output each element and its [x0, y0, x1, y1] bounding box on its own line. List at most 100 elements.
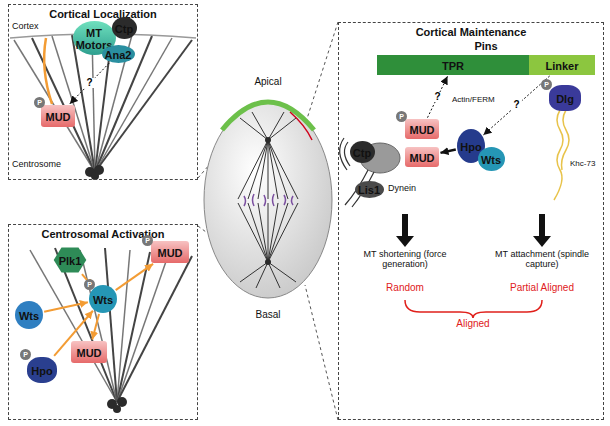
illustration-part	[117, 250, 170, 402]
annotation: Dynein	[388, 184, 416, 194]
illustration-part	[268, 118, 296, 140]
illustration-part	[95, 35, 132, 172]
protein-circle: Ctp	[112, 17, 137, 39]
microtubule-fans	[14, 34, 192, 402]
protein-name: TPR	[442, 58, 464, 73]
protein-name: Dlg	[556, 91, 574, 106]
illustration-part	[252, 112, 268, 140]
annotation: Cortex	[12, 22, 39, 32]
phosphate-mark: P	[20, 349, 31, 360]
panel-box: Centrosomal ActivationPlk1WtsWtsHpoMUDMU…	[8, 224, 198, 420]
illustration-part	[258, 203, 268, 262]
connector	[440, 149, 455, 152]
protein-name: Plk1	[59, 253, 82, 268]
connector	[70, 63, 110, 104]
outcome-arrows	[396, 214, 551, 247]
illustration-part	[117, 256, 192, 402]
illustration-part	[105, 248, 117, 402]
aligned-bracket	[405, 300, 542, 318]
illustration-part	[95, 38, 172, 172]
protein-circle: Wts	[15, 301, 43, 329]
annotation: Aligned	[423, 318, 523, 329]
protein-name: Ctp	[115, 21, 133, 36]
protein-circle: Ana2	[102, 45, 135, 63]
illustration-part	[562, 110, 570, 170]
illustration-part	[95, 36, 152, 172]
illustration-part	[268, 140, 298, 199]
protein-box: MUD	[71, 341, 107, 363]
panel-title: Cortical Maintenance	[339, 23, 603, 38]
zoom-lines	[198, 22, 338, 420]
protein-box: MUD	[151, 241, 189, 263]
connector	[44, 302, 88, 311]
illustration-part	[264, 195, 266, 206]
protein-box: MUD	[41, 105, 75, 127]
illustration-part	[91, 172, 99, 180]
illustration-part	[248, 140, 268, 199]
annotation: MT attachment (spindle capture)	[487, 250, 597, 270]
illustration-part	[268, 140, 269, 199]
connector	[483, 76, 549, 135]
protein-name: MUD	[76, 345, 101, 360]
protein-box: TPR	[377, 55, 529, 75]
protein-circle: Wts	[89, 285, 117, 313]
illustration-part	[95, 40, 192, 172]
illustration-part	[533, 236, 551, 247]
centrosome	[85, 165, 127, 413]
panel-box: Cortical MaintenancePinsTPR LinkerMUD MUD C…	[338, 22, 604, 420]
kinase-hexagon: Plk1	[53, 247, 87, 273]
annotation: Khc-73	[570, 160, 595, 169]
illustration-part	[258, 140, 268, 199]
illustration-part	[268, 203, 269, 262]
illustration-part	[268, 262, 296, 282]
annotation: Partial Aligned	[487, 282, 597, 293]
panel-title: Cortical Localization	[9, 5, 197, 20]
phosphate-mark: P	[142, 235, 153, 246]
spindle	[238, 112, 298, 288]
pole-label: Basal	[255, 309, 280, 320]
cell	[204, 102, 332, 298]
annotation: Actin/FERM	[452, 96, 495, 105]
connector	[427, 76, 447, 117]
illustration-part	[273, 194, 275, 206]
protein-name: Ctp	[353, 145, 371, 160]
edge-label: ?	[511, 100, 521, 110]
protein-name: Wts	[481, 152, 501, 167]
protein-name: Linker	[545, 58, 578, 73]
connector	[116, 264, 153, 290]
protein-box: MUD	[405, 119, 439, 139]
protein-name: Lis1	[358, 182, 380, 197]
illustration-part	[396, 236, 414, 247]
protein-name: Hpo	[31, 363, 52, 378]
edge-label: ?	[432, 92, 442, 102]
illustration-part	[32, 38, 95, 172]
illustration-part	[52, 36, 95, 172]
illustration-part	[268, 203, 298, 262]
illustration-part	[117, 252, 150, 402]
protein-name: Pins	[377, 37, 595, 52]
illustration-part	[402, 214, 408, 236]
apical-cortex	[222, 102, 314, 130]
protein-box: Dlg	[549, 85, 581, 111]
edge-label: ?	[84, 78, 94, 88]
phosphate-mark: P	[396, 111, 407, 122]
orange-transport-line	[44, 38, 52, 104]
illustration-part	[113, 405, 121, 413]
illustration-part	[240, 118, 268, 140]
illustration-part	[265, 259, 271, 265]
protein-name: Hpo	[460, 139, 481, 154]
phosphate-mark: P	[84, 279, 95, 290]
protein-name: Wts	[19, 308, 39, 323]
protein-circle: Lis1	[355, 181, 384, 198]
protein-box: Linker	[529, 55, 595, 75]
illustration-part	[268, 112, 284, 140]
protein-name: MUD	[409, 150, 434, 165]
protein-box: MUD	[405, 147, 439, 167]
phosphate-mark: P	[541, 79, 552, 90]
illustration-part	[292, 196, 294, 205]
annotation: MT shortening (force generation)	[350, 250, 460, 270]
illustration-part	[268, 140, 288, 199]
cell-sphere: ApicalBasal	[200, 76, 336, 320]
annotation: Random	[350, 282, 460, 293]
